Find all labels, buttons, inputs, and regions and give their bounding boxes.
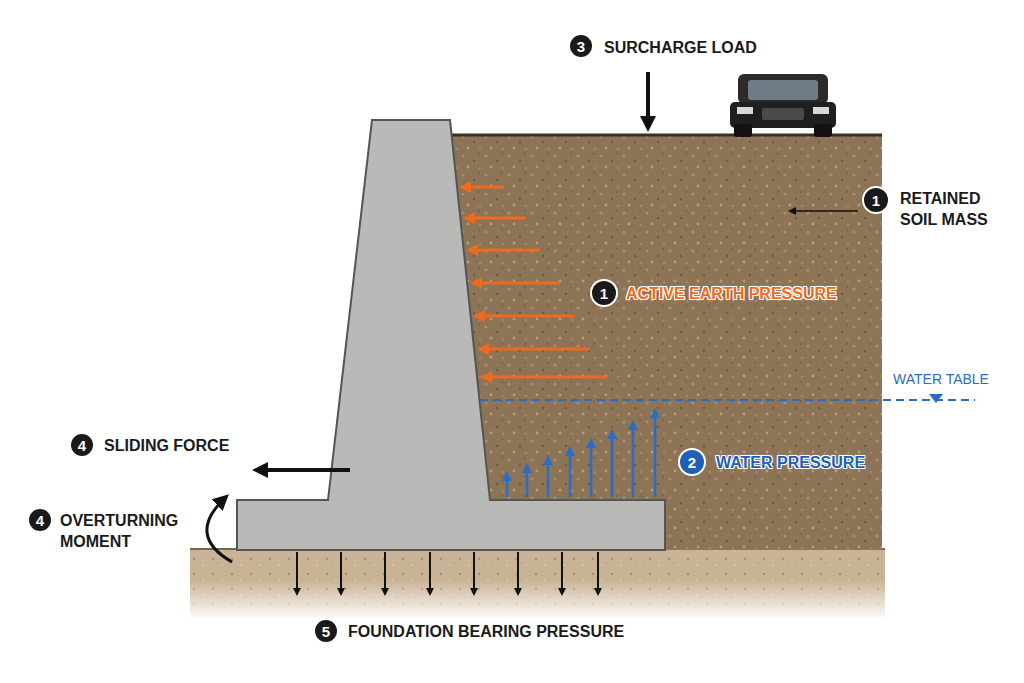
callout-badge: 5 bbox=[313, 618, 339, 644]
callout-badge: 2 bbox=[678, 448, 706, 476]
part-label: WATER PRESSURE bbox=[716, 452, 865, 473]
callout-number: 4 bbox=[78, 438, 86, 453]
callout-number: 5 bbox=[322, 624, 330, 639]
part-label: OVERTURNING MOMENT bbox=[60, 510, 188, 552]
callout-number: 1 bbox=[600, 286, 608, 301]
part-label: SLIDING FORCE bbox=[104, 435, 229, 456]
callout-number: 3 bbox=[577, 39, 585, 54]
callout-number: 1 bbox=[872, 193, 880, 208]
callout-badge: 3 bbox=[568, 33, 594, 59]
part-label: WATER TABLE bbox=[893, 369, 989, 390]
callout-badge: 1 bbox=[590, 279, 618, 307]
part-label: ACTIVE EARTH PRESSURE bbox=[626, 283, 837, 304]
callout-badge: 4 bbox=[27, 507, 53, 533]
callout-badge: 1 bbox=[862, 186, 890, 214]
callout-number: 2 bbox=[688, 455, 696, 470]
callout-number: 4 bbox=[36, 513, 44, 528]
part-label: FOUNDATION BEARING PRESSURE bbox=[348, 621, 624, 642]
part-label: SURCHARGE LOAD bbox=[604, 37, 757, 58]
part-label: RETAINED SOIL MASS bbox=[900, 188, 1000, 230]
callout-badge: 4 bbox=[69, 432, 95, 458]
